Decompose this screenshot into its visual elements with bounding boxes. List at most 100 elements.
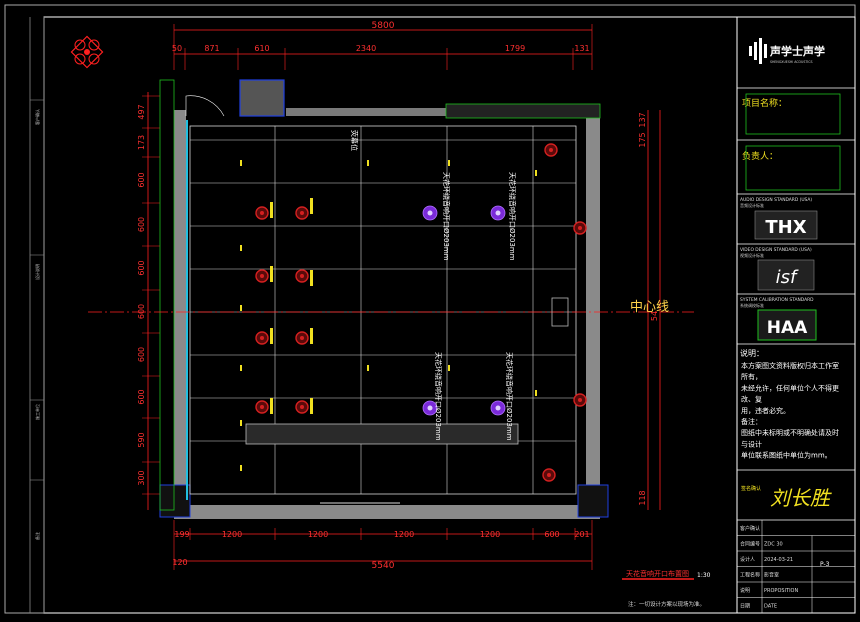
info-value-5: DATE (764, 604, 777, 610)
top-dim-5: 131 (574, 44, 589, 53)
top-dim-2: 610 (254, 44, 269, 53)
top-dim-4: 1799 (505, 44, 525, 53)
top-total-dim: 5800 (372, 21, 395, 31)
info-label-3: 工程名称 (740, 572, 760, 579)
bottom-total-dim: 5540 (372, 561, 395, 571)
bottom-dim-4: 1200 (480, 530, 500, 539)
right-dim-3: 118 (638, 490, 647, 505)
top-dimensions: 5800 50 871 610 2340 1799 131 (172, 21, 593, 70)
top-dim-3: 2340 (356, 44, 376, 53)
bottom-dim-1: 1200 (222, 530, 242, 539)
light-bar (270, 328, 273, 344)
room-walls (159, 79, 609, 519)
logo-sub: SHENGXUESHI ACOUSTICS (770, 60, 813, 64)
std-2-sub: 系统调校标准 (740, 302, 764, 308)
info-value-3: 影音室 (764, 572, 779, 579)
left-dim-5: 600 (137, 304, 146, 319)
tick-mark (240, 365, 242, 371)
owner-label: 负责人： (742, 150, 778, 162)
plan-scale: 1:30 (697, 572, 711, 579)
info-label-2: 设计人 (740, 556, 755, 563)
notes-list: 本方案图文资料版权归本工作室所有，未经允许，任何单位个人不得更改、复用，违者必究… (741, 361, 839, 460)
std-2-logo: HAA (767, 318, 808, 338)
speaker-label-3: 天花环绕音响开口Ø203mm (505, 352, 514, 441)
top-dim-1: 871 (204, 44, 219, 53)
tick-mark (367, 365, 369, 371)
speaker-label-1: 天花环绕音响开口Ø203mm (508, 172, 517, 261)
right-dim-2: 54 (650, 311, 659, 321)
tick-mark (240, 420, 242, 426)
left-strip: 客户确认 设计说明 施工单位 备注 (29, 17, 45, 613)
strip-label-0: 客户确认 (34, 109, 40, 125)
stamp-logo (70, 35, 104, 69)
light-bar (310, 270, 313, 286)
bottom-dim-3: 1200 (394, 530, 414, 539)
bottom-dim-5: 600 (544, 530, 559, 539)
sheet-border (4, 4, 856, 614)
tick-mark (448, 160, 450, 166)
note-line-6: 图纸中未标明或不明确处请及时 (741, 428, 839, 437)
left-dim-1: 173 (137, 135, 146, 150)
info-value-1: ZDC 30 (764, 542, 783, 548)
signature-label: 签名确认 (741, 485, 761, 492)
std-2-title: SYSTEM CALIBRATION STANDARD (740, 297, 814, 303)
tick-mark (535, 390, 537, 396)
note-line-7: 与设计 (741, 439, 762, 448)
bottom-dim-2: 1200 (308, 530, 328, 539)
left-dim-9: 300 (137, 470, 146, 485)
plan-title-block: 天花音响开口布置图 1:30 (622, 569, 711, 580)
note-line-5: 备注： (741, 417, 762, 426)
left-dim-0: 497 (137, 104, 146, 119)
std-1-title: VIDEO DESIGN STANDARD (USA) (740, 247, 812, 253)
title-block: 声学士声学 SHENGXUESHI ACOUSTICS 项目名称： 负责人： A… (736, 16, 856, 614)
center-line-label: 中心线 (630, 300, 669, 315)
tick-mark (240, 465, 242, 471)
note-line-8: 单位联系图纸中单位为mm。 (741, 451, 832, 460)
std-0-logo: THX (765, 217, 806, 238)
light-bar (310, 328, 313, 344)
left-dim-4: 600 (137, 260, 146, 275)
speaker-label-2: 天花环绕音响开口Ø203mm (434, 352, 443, 441)
light-bar (270, 398, 273, 414)
note-line-0: 本方案图文资料版权归本工作室 (741, 361, 839, 370)
right-dim-1: 175 (638, 132, 647, 147)
speakers (255, 143, 587, 482)
left-dim-6: 600 (137, 347, 146, 362)
info-label-1: 合同编号 (740, 541, 760, 548)
bottom-note: 注：一切设计方案以现场为准。 (628, 600, 705, 608)
bottom-dim-0: 199 (174, 530, 189, 539)
speaker-label-0: 天花环绕音响开口Ø203mm (442, 172, 451, 261)
bottom-left-offset: 120 (172, 558, 187, 567)
strip-label-2: 施工单位 (34, 404, 40, 420)
left-dim-8: 590 (137, 432, 146, 447)
screen-bar (245, 423, 519, 445)
plan-title: 天花音响开口布置图 (626, 569, 689, 578)
tick-mark (240, 305, 242, 311)
light-bar (310, 198, 313, 214)
right-dimensions: 137 175 54 118 (638, 110, 661, 510)
tick-mark (240, 160, 242, 166)
logo-name: 声学士声学 (769, 44, 825, 58)
light-bar (310, 398, 313, 414)
right-dim-0: 137 (638, 112, 647, 127)
column-box (239, 79, 285, 117)
left-dim-3: 600 (137, 217, 146, 232)
info-value-4: PROPOSITION (764, 588, 798, 594)
left-dim-7: 600 (137, 389, 146, 404)
std-1-logo: isf (776, 267, 799, 288)
tick-mark (367, 160, 369, 166)
strip-label-3: 备注 (34, 532, 40, 540)
info-value-2: 2024-03-21 (764, 557, 793, 563)
std-0-sub: 音频设计标准 (740, 202, 764, 208)
side-fixture (551, 297, 569, 327)
std-1-sub: 视频设计标准 (740, 252, 764, 258)
info-label-4: 说明 (740, 587, 750, 594)
signature: 刘长胜 (770, 486, 832, 510)
info-label-0: 客户确认 (740, 525, 760, 532)
light-bar (270, 202, 273, 218)
ceiling-grid (189, 125, 577, 495)
bottom-dim-6: 201 (574, 530, 589, 539)
